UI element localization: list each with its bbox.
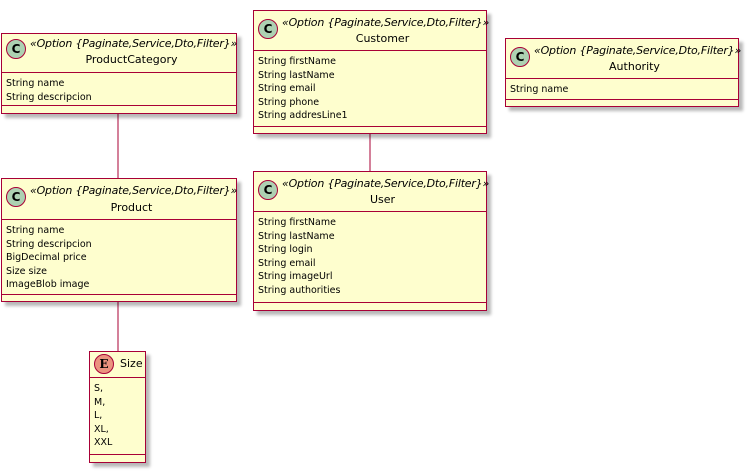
attribute: String name <box>510 84 569 95</box>
enum-e-icon: E <box>94 354 114 374</box>
attribute: String descripcion <box>6 238 92 250</box>
stereotype-label: «Option {Paginate,Service,Dto,Filter}» <box>30 184 238 197</box>
class-name: ProductCategory <box>85 53 178 66</box>
method-separator <box>254 302 486 303</box>
attribute: String authorities <box>258 284 341 296</box>
attribute: String addresLine1 <box>258 110 348 122</box>
attribute: String lastName <box>258 230 335 242</box>
attribute: String imageUrl <box>258 271 333 283</box>
attribute: String name <box>6 78 65 89</box>
class-header: C «Option {Paginate,Service,Dto,Filter}»… <box>2 179 238 220</box>
attribute: Size size <box>6 265 47 277</box>
class-name: User <box>369 193 396 206</box>
attribute: BigDecimal price <box>6 252 87 264</box>
class-c-icon: C <box>258 180 278 200</box>
method-separator <box>90 454 145 455</box>
stereotype-label: «Option {Paginate,Service,Dto,Filter}» <box>534 44 742 57</box>
enum-header: E Size <box>90 352 145 378</box>
enum-value: XXL <box>94 437 113 449</box>
method-separator <box>2 294 236 295</box>
attribute: String firstName <box>258 217 336 228</box>
class-header: C «Option {Paginate,Service,Dto,Filter}»… <box>254 172 490 212</box>
attribute-list: String firstName String lastName String … <box>254 51 486 123</box>
class-header: C «Option {Paginate,Service,Dto,Filter}»… <box>506 39 742 79</box>
attribute-list: String name String descripcion BigDecima… <box>2 220 236 292</box>
stereotype-label: «Option {Paginate,Service,Dto,Filter}» <box>30 37 238 50</box>
attribute: String lastName <box>258 69 335 81</box>
class-name: Customer <box>355 32 410 45</box>
class-c-icon: C <box>258 19 278 39</box>
attribute-list: String firstName String lastName String … <box>254 212 486 298</box>
enum-value: M, <box>94 396 106 408</box>
attribute: String descripcion <box>6 91 92 103</box>
attribute-list: String name String descripcion <box>2 73 236 104</box>
class-header: C «Option {Paginate,Service,Dto,Filter}»… <box>2 34 238 73</box>
method-separator <box>506 99 738 100</box>
enum-value: L, <box>94 410 103 422</box>
method-separator <box>2 105 236 106</box>
method-separator <box>254 126 486 127</box>
enum-value: XL, <box>94 423 109 435</box>
enum-size[interactable]: E Size S, M, L, XL, XXL <box>89 351 146 463</box>
attribute: String phone <box>258 96 320 108</box>
attribute: String login <box>258 244 313 256</box>
enum-value: S, <box>94 383 104 394</box>
attribute: String firstName <box>258 56 336 67</box>
enum-values: S, M, L, XL, XXL <box>90 378 145 450</box>
class-name: Authority <box>609 60 660 73</box>
class-productcategory[interactable]: C «Option {Paginate,Service,Dto,Filter}»… <box>1 33 237 114</box>
attribute: String email <box>258 83 316 95</box>
stereotype-label: «Option {Paginate,Service,Dto,Filter}» <box>282 16 490 29</box>
attribute: String email <box>258 257 316 269</box>
attribute: String name <box>6 225 65 236</box>
attribute-list: String name <box>506 79 738 97</box>
class-product[interactable]: C «Option {Paginate,Service,Dto,Filter}»… <box>1 178 237 302</box>
class-c-icon: C <box>6 187 26 207</box>
class-name: Product <box>110 201 153 214</box>
class-authority[interactable]: C «Option {Paginate,Service,Dto,Filter}»… <box>505 38 742 107</box>
class-header: C «Option {Paginate,Service,Dto,Filter}»… <box>254 11 490 51</box>
enum-name: Size <box>120 357 143 370</box>
class-user[interactable]: C «Option {Paginate,Service,Dto,Filter}»… <box>253 171 490 311</box>
class-c-icon: C <box>510 47 530 67</box>
stereotype-label: «Option {Paginate,Service,Dto,Filter}» <box>282 177 490 190</box>
class-c-icon: C <box>6 39 26 59</box>
attribute: ImageBlob image <box>6 279 90 291</box>
class-customer[interactable]: C «Option {Paginate,Service,Dto,Filter}»… <box>253 10 490 134</box>
